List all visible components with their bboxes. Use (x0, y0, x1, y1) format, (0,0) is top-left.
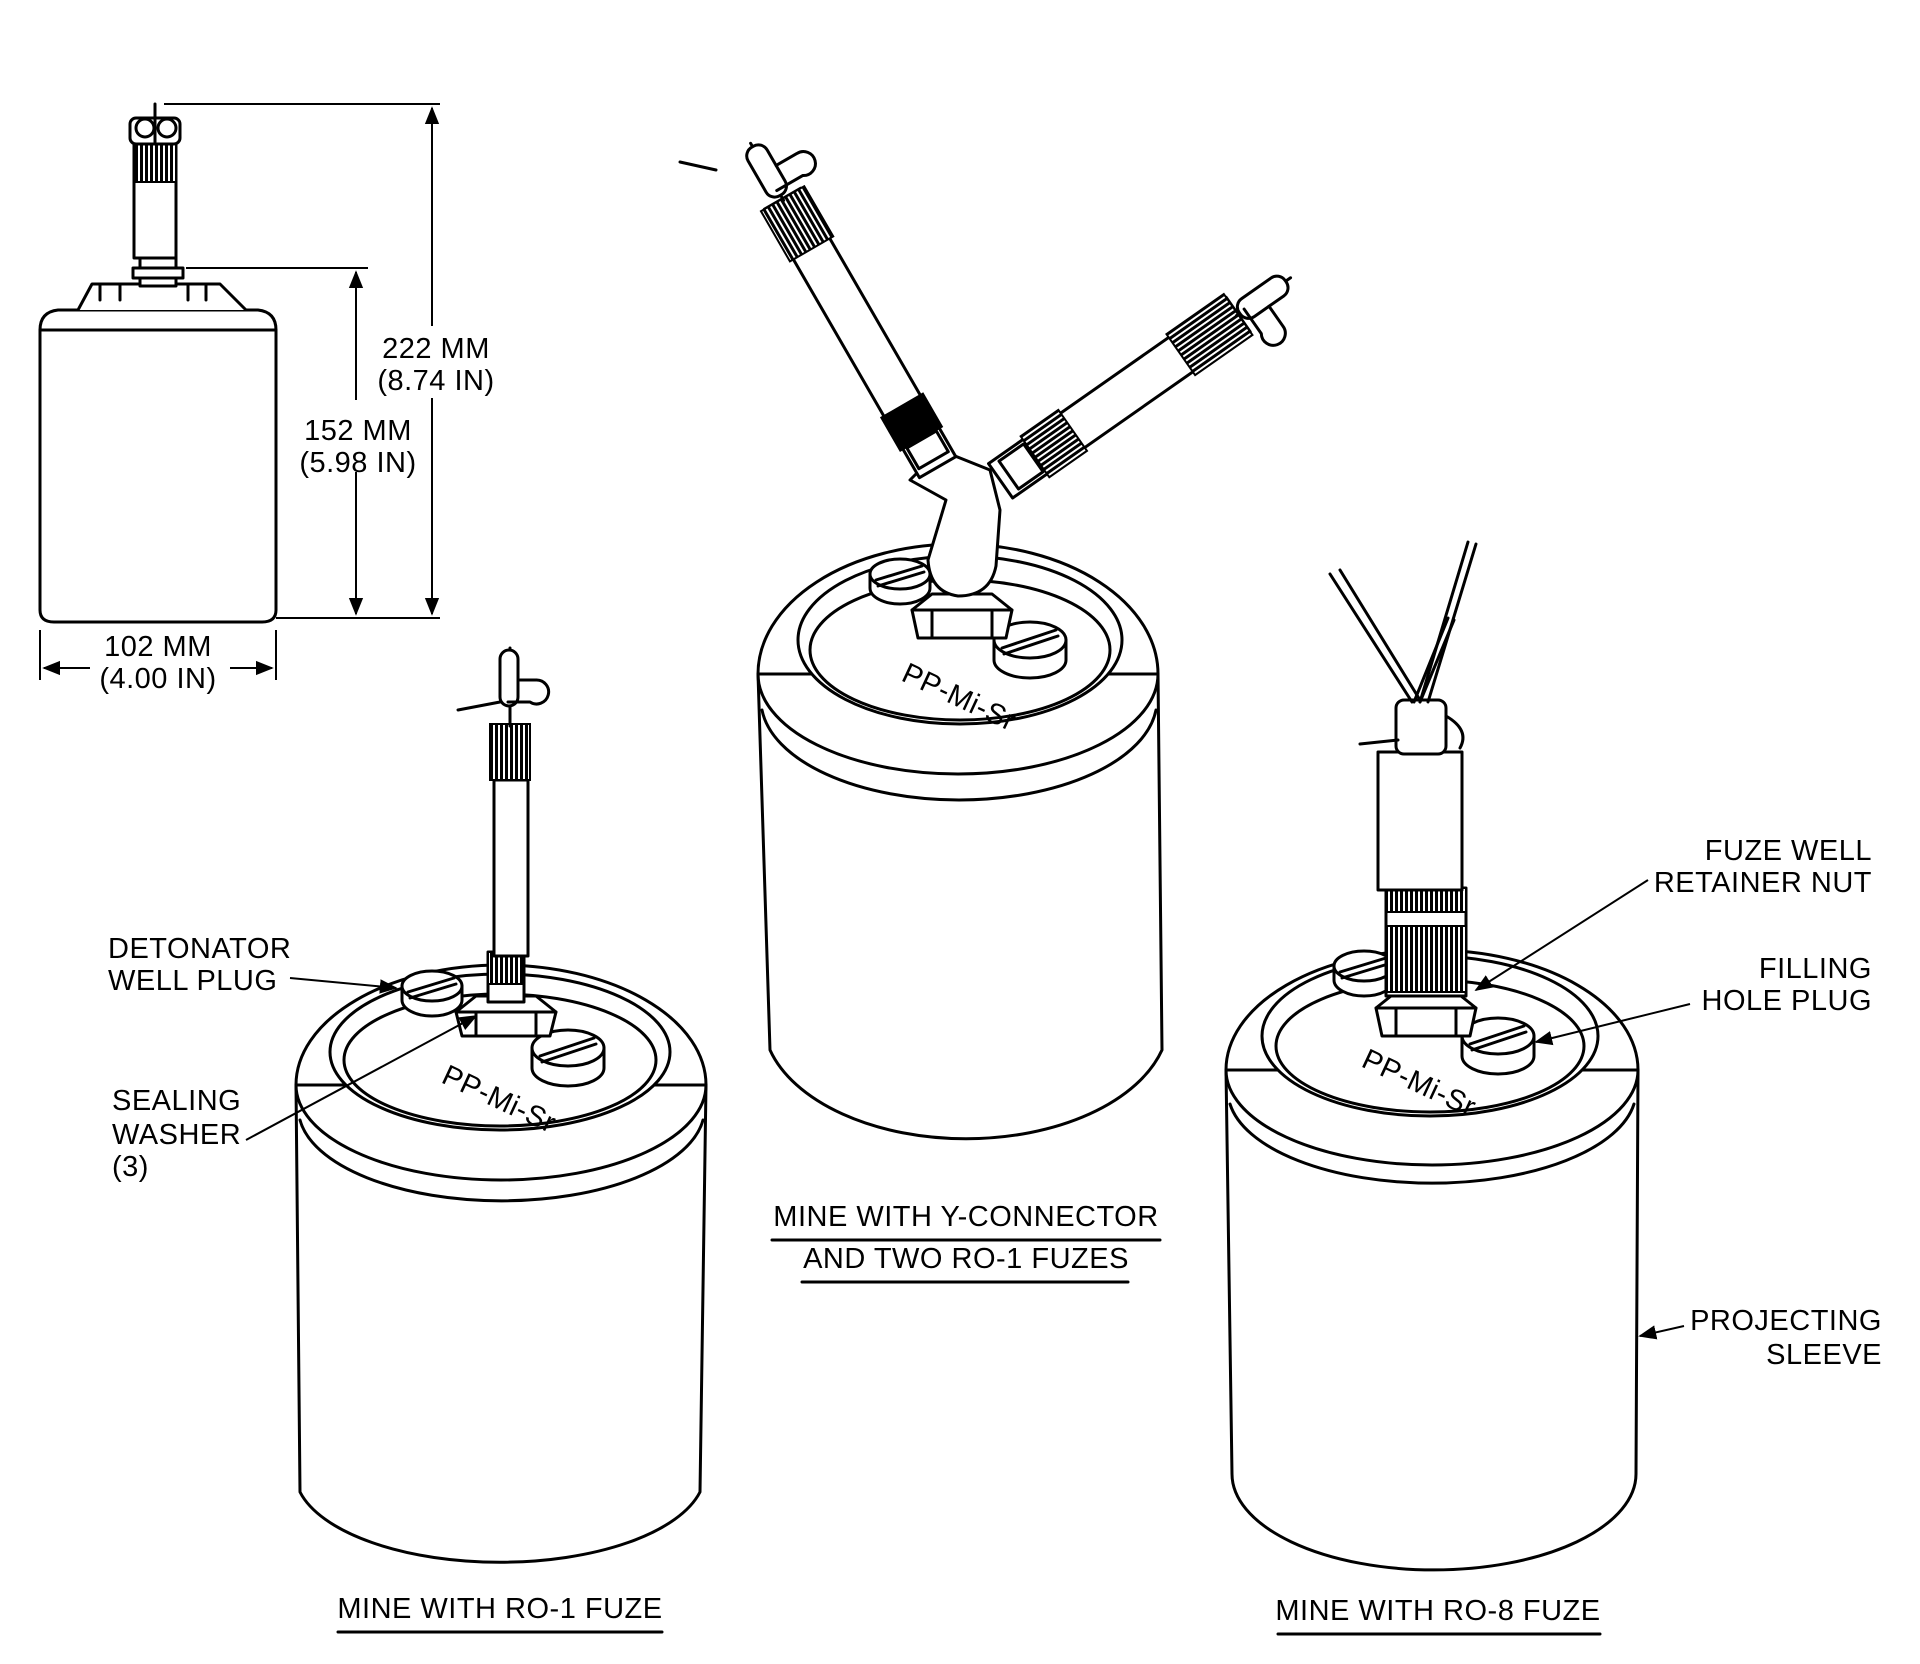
mine-y-connector: PP-Mi-Sr (678, 141, 1293, 1284)
detonator-label-1: DETONATOR (108, 933, 291, 965)
total-height-mm: 222 MM (382, 333, 490, 365)
filling-label-2: HOLE PLUG (1702, 985, 1873, 1017)
sleeve-label-2: SLEEVE (1766, 1339, 1882, 1371)
width-in: (4.00 IN) (99, 663, 216, 695)
filling-hole-plug (530, 1028, 606, 1088)
sleeve-label-1: PROJECTING (1690, 1305, 1882, 1337)
sealing-washer-label-3: (3) (112, 1151, 149, 1183)
caption-ro8: MINE WITH RO-8 FUZE (1275, 1595, 1600, 1627)
mine-ro1: PP-Mi-Sr DETONATOR WELL PLUG SEALING WAS… (108, 646, 708, 1634)
mine-ro8: PP-Mi-Sr FUZE WELL RETAINER NUT FILLING … (1224, 540, 1882, 1636)
caption-y-2: AND TWO RO-1 FUZES (803, 1243, 1129, 1275)
retainer-label-2: RETAINER NUT (1654, 867, 1872, 899)
sealing-washer-label-1: SEALING (112, 1085, 241, 1117)
body-height-mm: 152 MM (304, 415, 412, 447)
total-height-in: (8.74 IN) (377, 365, 494, 397)
caption-y-1: MINE WITH Y-CONNECTOR (773, 1201, 1158, 1233)
elevation-view: 222 MM (8.74 IN) 152 MM (5.98 IN) 102 MM… (38, 102, 508, 695)
sealing-washer-label-2: WASHER (112, 1119, 241, 1151)
body-height-in: (5.98 IN) (299, 447, 416, 479)
detonator-label-2: WELL PLUG (108, 965, 277, 997)
filling-label-1: FILLING (1759, 953, 1872, 985)
detonator-well-plug (400, 969, 464, 1018)
width-mm: 102 MM (104, 631, 212, 663)
retainer-label-1: FUZE WELL (1705, 835, 1872, 867)
caption-ro1: MINE WITH RO-1 FUZE (337, 1593, 662, 1625)
